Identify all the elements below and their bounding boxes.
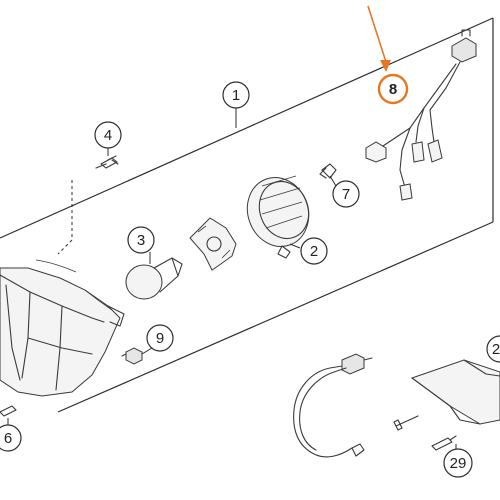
callout-3-label: 3 (137, 232, 145, 249)
callout-2-secondary: 2 (486, 335, 500, 363)
callout-9: 9 (146, 324, 174, 352)
callout-9-label: 9 (156, 330, 164, 347)
callout-8-label: 8 (389, 81, 397, 98)
headlight-housing (0, 259, 125, 397)
mounting-bracket (410, 359, 500, 425)
bulb-part-3 (125, 252, 183, 300)
callout-4-label: 4 (104, 127, 112, 144)
callout-1-label: 1 (232, 87, 240, 104)
callout-3: 3 (127, 226, 155, 254)
screw-part-4 (57, 146, 119, 255)
connector-part-9 (121, 347, 143, 365)
bolt-part-29 (431, 435, 457, 451)
callout-6-label: 6 (4, 430, 12, 447)
callout-2-secondary-label: 2 (492, 341, 500, 358)
assembly-frame (0, 17, 494, 413)
wiring-harness-part-8 (365, 29, 477, 201)
callout-6: 6 (0, 424, 22, 452)
socket-ring-part-2 (246, 175, 310, 259)
small-bulb-part-7 (319, 163, 337, 179)
callout-2-label: 2 (310, 243, 318, 260)
callout-2: 2 (300, 237, 328, 265)
callout-7-label: 7 (342, 186, 350, 203)
callout-29: 29 (443, 448, 473, 478)
callout-leaders (141, 108, 337, 355)
callout-8: 8 (377, 73, 409, 105)
bolt-upper (393, 415, 419, 431)
callout-1: 1 (222, 81, 250, 109)
callout-4: 4 (94, 121, 122, 149)
callout-29-label: 29 (450, 455, 467, 472)
highlight-arrow (367, 5, 391, 72)
sensor-cable (293, 353, 373, 458)
bulb-retainer (189, 217, 237, 271)
callout-7: 7 (332, 180, 360, 208)
